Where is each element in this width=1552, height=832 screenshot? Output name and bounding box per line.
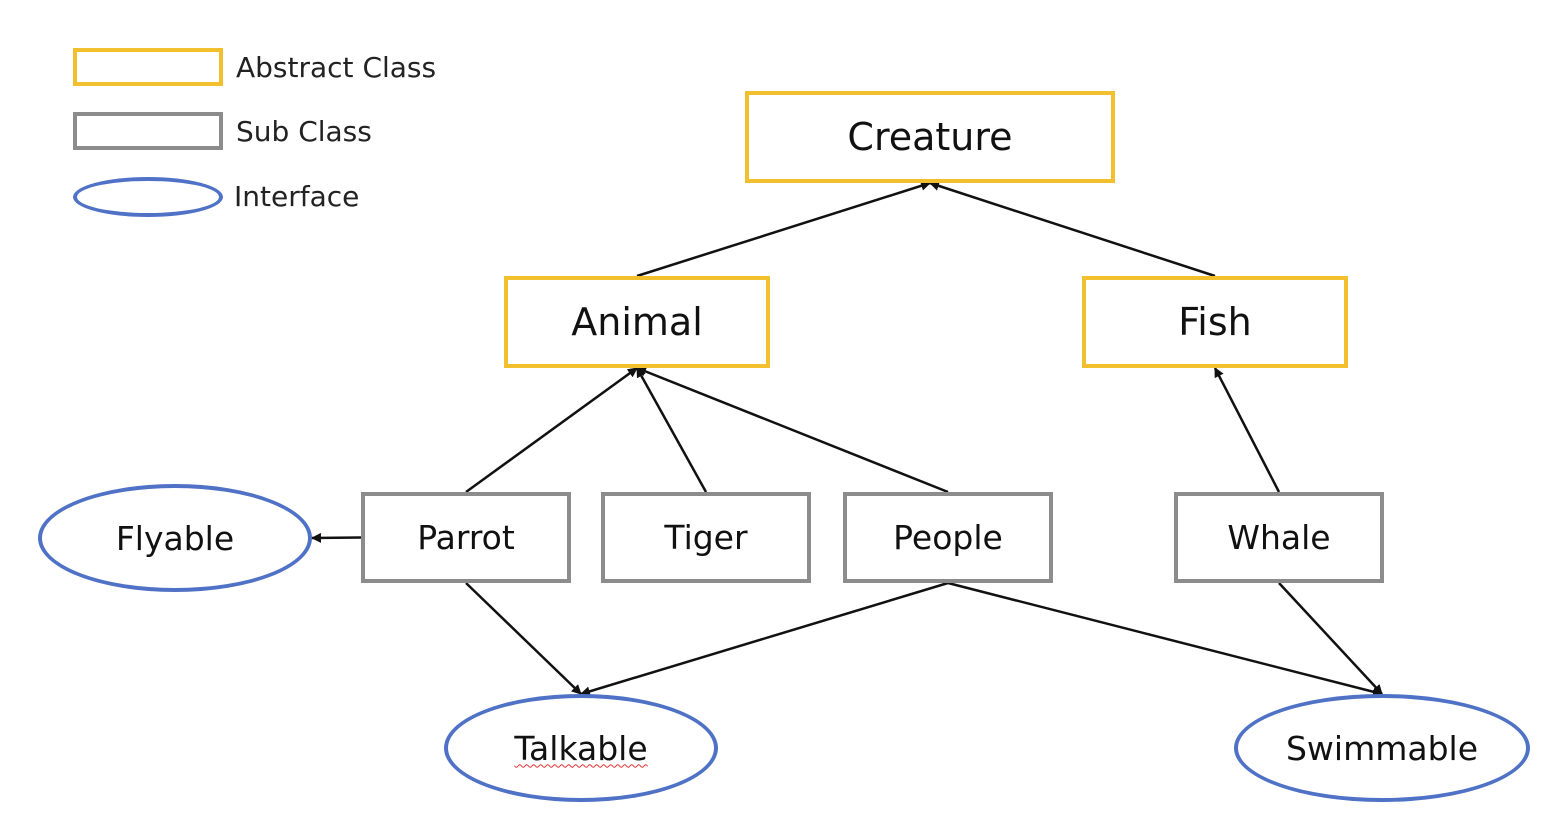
flyable-label: Flyable: [115, 518, 235, 558]
creature-label: Creature: [847, 115, 1013, 159]
legend-interface-swatch: [73, 177, 223, 217]
legend-sub-swatch: [73, 112, 223, 150]
flyable-node: Flyable: [38, 484, 312, 592]
legend-interface-label: Interface: [234, 180, 360, 213]
parrot-node: Parrot: [361, 492, 571, 583]
edge-people-to-talkable: [580, 581, 949, 697]
edge-parrot-to-talkable: [465, 582, 582, 695]
edge-tiger-to-animal: [635, 367, 708, 493]
whale-node: Whale: [1174, 492, 1384, 583]
whale-label: Whale: [1227, 518, 1331, 557]
legend-abstract-label: Abstract Class: [236, 51, 437, 84]
edge-animal-to-creature: [636, 180, 931, 278]
tiger-node: Tiger: [601, 492, 811, 583]
people-node: People: [843, 492, 1053, 583]
edge-people-to-animal: [636, 366, 949, 494]
tiger-label: Tiger: [664, 518, 748, 557]
people-label: People: [893, 518, 1003, 557]
talkable-node: Talkable: [444, 694, 718, 802]
parrot-label: Parrot: [417, 518, 515, 557]
edge-whale-to-fish: [1213, 367, 1281, 493]
fish-label: Fish: [1178, 300, 1252, 344]
animal-node: Animal: [504, 276, 770, 368]
legend-abstract-swatch: [73, 48, 223, 86]
swimmable-label: Swimmable: [1285, 728, 1479, 768]
edge-whale-to-swimmable: [1278, 582, 1383, 695]
fish-node: Fish: [1082, 276, 1348, 368]
animal-label: Animal: [571, 300, 703, 344]
edge-parrot-to-animal: [465, 366, 638, 494]
edge-parrot-to-flyable: [311, 532, 362, 543]
edge-people-to-swimmable: [947, 581, 1383, 697]
creature-node: Creature: [745, 91, 1115, 183]
edge-fish-to-creature: [929, 181, 1216, 278]
talkable-label: Talkable: [514, 728, 648, 768]
legend-sub-label: Sub Class: [236, 115, 372, 148]
swimmable-node: Swimmable: [1234, 694, 1530, 802]
